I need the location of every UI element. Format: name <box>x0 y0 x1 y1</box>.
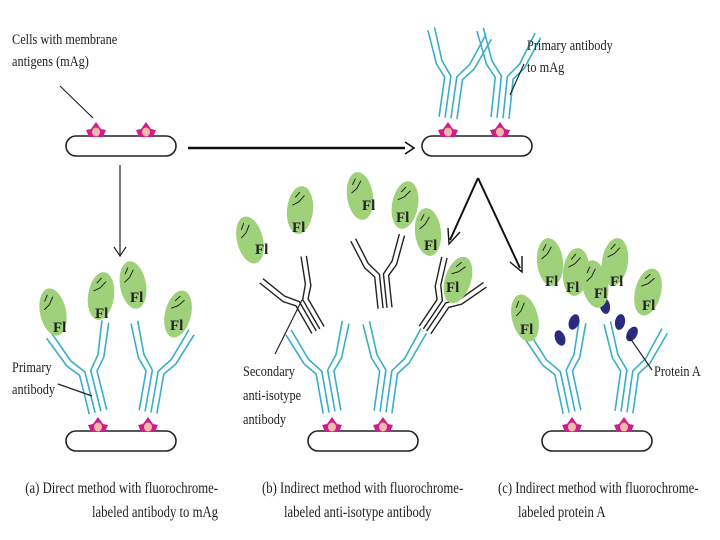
caption-a-line2: labeled antibody to mAg <box>91 504 218 521</box>
panel-c-protein-a: Fl Fl Fl Fl Fl Fl <box>506 235 669 452</box>
arrow-right <box>188 141 416 155</box>
fl-label: Fl <box>446 280 459 296</box>
label-secondary-line3: antibody <box>243 412 287 428</box>
fl-label: Fl <box>396 210 409 226</box>
label-primary-line2: antibody <box>12 382 56 398</box>
fl-label: Fl <box>292 220 305 236</box>
fl-label: Fl <box>520 322 533 338</box>
fl-label: Fl <box>53 320 66 336</box>
label-secondary-line1: Secondary <box>243 364 295 380</box>
fl-label: Fl <box>594 286 607 302</box>
panel-b-indirect: Fl Fl Fl Fl Fl Fl <box>231 169 489 452</box>
label-primary-antibody-line1: Primary antibody <box>527 38 613 54</box>
fl-label: Fl <box>545 274 558 290</box>
caption-c-line1: (c) Indirect method with fluorochrome- <box>498 480 699 497</box>
label-cells-line2: antigens (mAg) <box>12 54 89 70</box>
label-secondary-line2: anti-isotype <box>243 388 302 404</box>
arrows-split <box>447 177 523 274</box>
cell-membrane-top-right <box>415 25 542 157</box>
caption-b-line1: (b) Indirect method with fluorochrome- <box>262 480 464 497</box>
fl-label: Fl <box>95 306 108 322</box>
fl-label: Fl <box>566 280 579 296</box>
pointer-line-primary-antibody <box>509 63 525 96</box>
fl-label: Fl <box>610 274 623 290</box>
caption-b-line2: labeled anti-isotype antibody <box>284 504 432 521</box>
pointer-line-cells <box>59 85 94 119</box>
arrow-down <box>113 165 127 258</box>
protein-a-dot <box>554 330 566 346</box>
fl-label: Fl <box>170 318 183 334</box>
fl-label: Fl <box>255 242 268 258</box>
cell-membrane-top-left <box>65 122 177 157</box>
pointer-line-primary <box>57 383 93 397</box>
label-primary-antibody-line2: to mAg <box>527 60 565 76</box>
label-primary-line1: Primary <box>12 360 52 376</box>
fl-label: Fl <box>130 290 143 306</box>
pointer-line-secondary <box>274 299 303 355</box>
label-protein-a: Protein A <box>654 364 701 380</box>
pointer-line-protein-a <box>627 334 653 371</box>
protein-a-dot <box>568 314 580 330</box>
protein-a-dot <box>626 326 638 342</box>
panel-a-direct: Fl Fl Fl Fl <box>34 258 197 452</box>
protein-a-dot <box>614 314 626 330</box>
fl-label: Fl <box>642 298 655 314</box>
caption-c-line2: labeled protein A <box>518 504 606 521</box>
caption-a-line1: (a) Direct method with fluorochrome- <box>25 480 218 497</box>
label-cells-line1: Cells with membrane <box>12 32 118 48</box>
fl-label: Fl <box>362 198 375 214</box>
fl-label: Fl <box>424 238 437 254</box>
